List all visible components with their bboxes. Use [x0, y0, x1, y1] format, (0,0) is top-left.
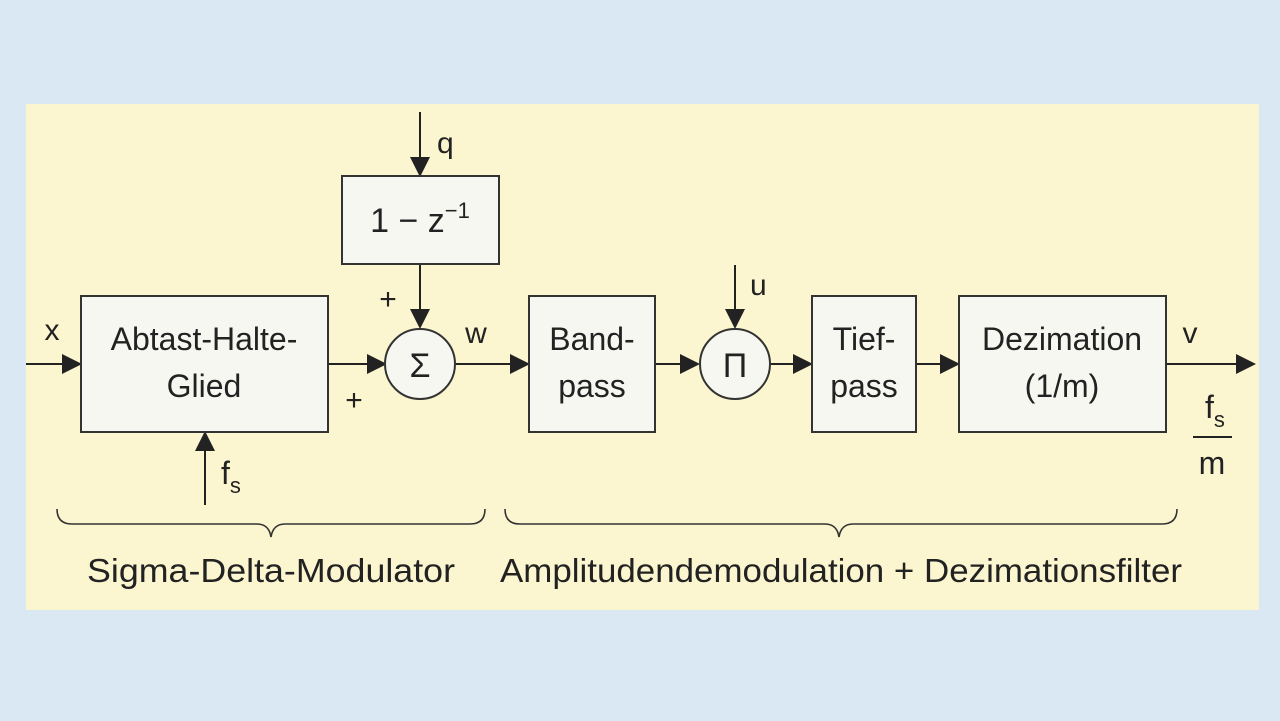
sum-plus-top: +	[379, 283, 397, 316]
carrier-signal-label: u	[750, 269, 767, 302]
product-node: Π	[699, 328, 771, 400]
output-rate-fraction: fs m	[1193, 389, 1232, 481]
bandpass-label-line1: Band-	[549, 321, 634, 357]
output-rate-denominator: m	[1199, 445, 1226, 481]
feedback-block: 1 − z−1	[341, 175, 500, 265]
sample-hold-block: Abtast-Halte- Glied	[80, 295, 329, 433]
right-section-label: Amplitudendemodulation + Dezimationsfilt…	[500, 552, 1182, 589]
left-section-brace	[56, 508, 486, 538]
feedback-expression: 1 − z−1	[370, 198, 470, 240]
lowpass-label-line2: pass	[830, 368, 898, 404]
bandpass-block: Band- pass	[528, 295, 656, 433]
decimation-label-line1: Dezimation	[982, 321, 1142, 357]
input-signal-label: x	[45, 314, 60, 347]
sum-symbol: Σ	[409, 347, 430, 385]
sampling-clock-label: fs	[221, 455, 241, 498]
quantization-signal-label: q	[437, 127, 454, 160]
output-rate-numerator-subscript: s	[1214, 407, 1225, 432]
right-section-brace	[504, 508, 1178, 538]
sum-plus-bottom: +	[345, 384, 363, 417]
modulator-output-label: w	[464, 317, 487, 350]
decimation-label-line2: (1/m)	[1025, 368, 1100, 404]
sample-hold-label-line1: Abtast-Halte-	[111, 321, 298, 357]
feedback-exponent: −1	[445, 198, 470, 223]
product-symbol: Π	[723, 347, 748, 385]
left-section-label: Sigma-Delta-Modulator	[87, 552, 455, 589]
sum-node: Σ	[384, 328, 456, 400]
bandpass-label-line2: pass	[558, 368, 626, 404]
output-rate-numerator: fs	[1205, 389, 1225, 432]
output-signal-label: v	[1183, 317, 1198, 350]
sampling-clock-subscript: s	[230, 473, 241, 498]
decimation-block: Dezimation (1/m)	[958, 295, 1167, 433]
lowpass-block: Tief- pass	[811, 295, 917, 433]
lowpass-label-line1: Tief-	[833, 321, 896, 357]
sample-hold-label-line2: Glied	[167, 368, 242, 404]
